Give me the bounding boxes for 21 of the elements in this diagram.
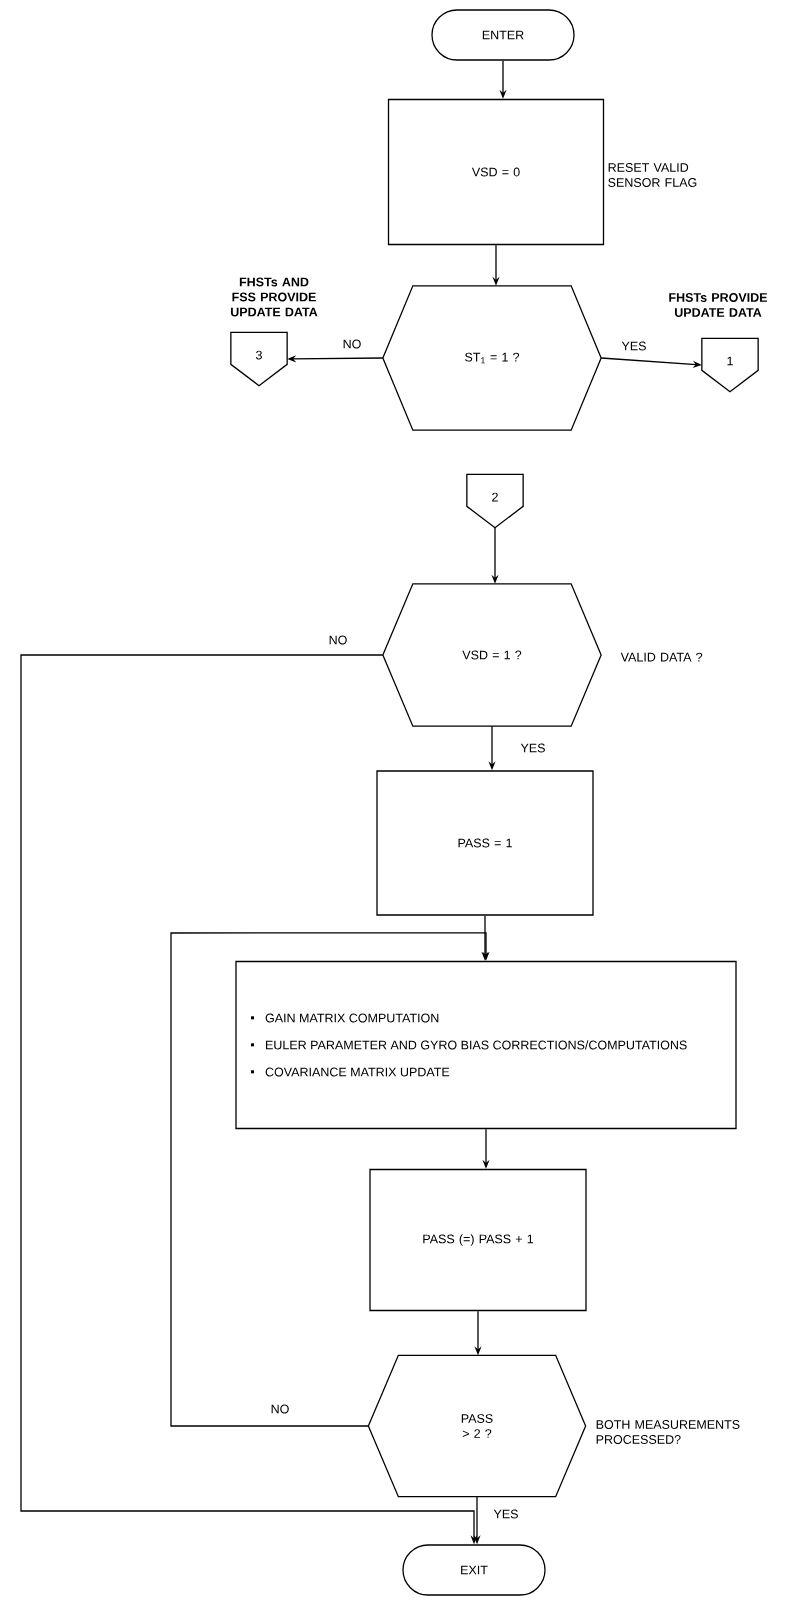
- terminal-box: EXIT: [402, 1544, 546, 1596]
- node-caption: FHSTs PROVIDE UPDATE DATA: [669, 293, 768, 317]
- edge-label: NO: [269, 1403, 291, 1415]
- process-box: PASS (=) PASS + 1: [369, 1168, 587, 1312]
- edge-label: YES: [620, 340, 648, 352]
- decision-hexagon: VSD = 1 ?: [382, 583, 602, 727]
- edge-label: NO: [341, 338, 363, 350]
- process-box: PASS = 1: [376, 770, 594, 916]
- node-caption: BOTH MEASUREMENTS PROCESSED?: [596, 1420, 740, 1444]
- node-caption: RESET VALID SENSOR FLAG: [608, 163, 697, 187]
- node-caption: VALID DATA ?: [620, 652, 703, 662]
- decision-hexagon: ST$_{1}$ = 1 ?: [382, 285, 602, 431]
- process-box: VSD = 0: [387, 98, 605, 246]
- process-box: GAIN MATRIX COMPUTATION EULER PARAMETER AND GYRO BIAS CORRECTIONS/COMPUTATIONS COVARIANCE MATRIX UPDATE: [235, 960, 737, 1130]
- decision-hexagon: PASS > 2 ?: [367, 1354, 587, 1498]
- edge-label: NO: [327, 634, 349, 646]
- arrow: [170, 932, 490, 1427]
- node-caption: FHSTs AND FSS PROVIDE UPDATE DATA: [231, 277, 318, 317]
- terminal-box: ENTER: [431, 9, 575, 61]
- edge-label: YES: [492, 1508, 520, 1520]
- edge-label: YES: [519, 742, 547, 754]
